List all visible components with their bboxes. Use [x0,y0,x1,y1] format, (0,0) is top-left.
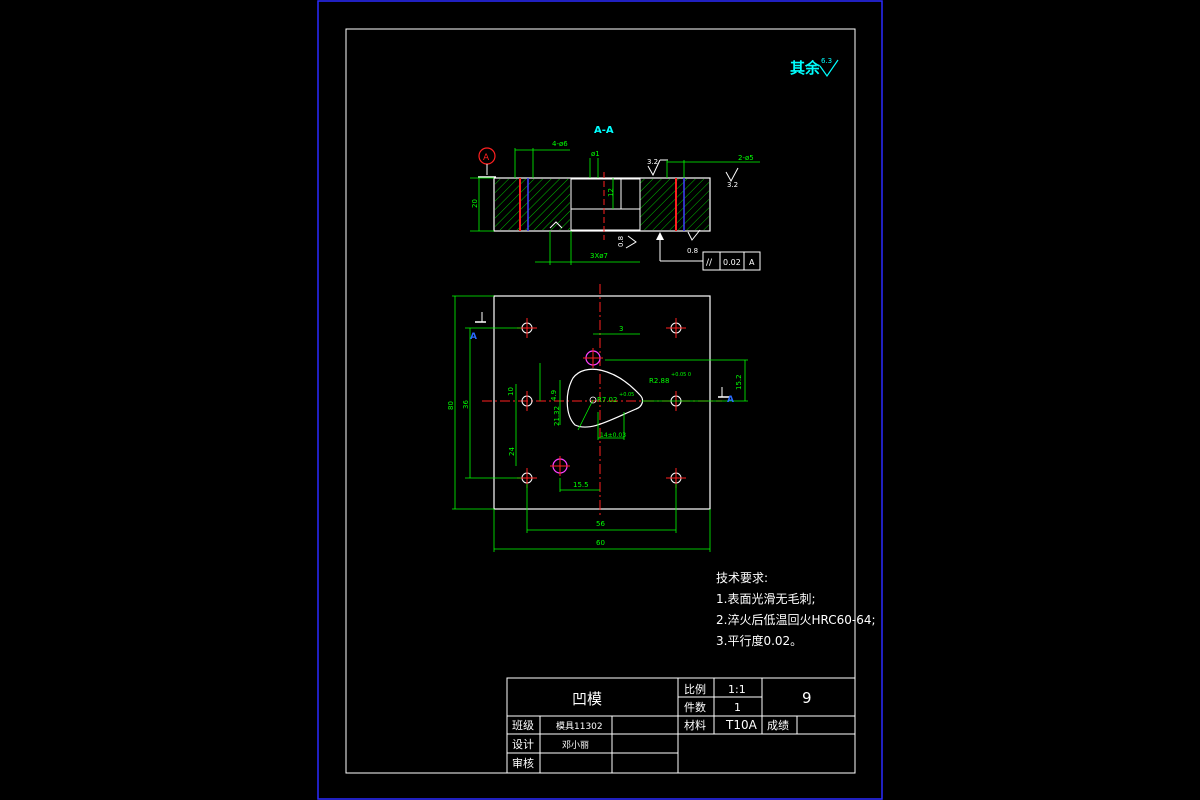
sheet-number: 9 [802,689,812,707]
dim-r7: R7.02 [597,396,617,404]
design-label: 设计 [512,738,534,751]
dim-inner: 14±0.03 [600,432,626,439]
tol-value: 0.02 [723,258,741,267]
dim-hole-c: 2-ø5 [738,154,754,162]
plate-outline [493,295,711,510]
tech-item-2: 2.淬火后低温回火HRC60-64; [716,612,876,627]
dim-21-32: 21.32 [553,406,561,426]
class-label: 班级 [512,719,534,732]
dim-r7-tol: +0.05 [619,392,634,398]
dim-20: 20 [471,199,479,208]
material-label: 材料 [684,718,706,732]
plan-dimensions: 3 15.2 R2.88 +0.05 0 R7.02 +0.05 14±0.03… [447,295,748,552]
rough-08b: 0.8 [687,247,698,255]
qty-label: 件数 [684,701,706,714]
roughness-value: 6.3 [821,57,832,65]
dim-24: 24 [508,447,516,456]
dim-thread: 3Xø7 [590,252,608,260]
title-block [506,677,856,774]
dim-r2: R2.88 [649,377,669,385]
grade-label: 成绩 [767,719,789,732]
scale-value: 1:1 [728,683,746,696]
section-marker-right: A [727,395,734,405]
roughness-note: 其余 6.3 [790,57,839,78]
material-value: T10A [725,718,758,732]
dim-36: 36 [462,400,470,409]
roughness-symbol-icon [819,59,839,78]
dim-80: 80 [447,401,455,410]
rough-08a: 0.8 [617,236,625,247]
plan-view: 3 15.2 R2.88 +0.05 0 R7.02 +0.05 14±0.03… [447,284,748,552]
part-name: 凹模 [572,690,602,708]
review-label: 审核 [512,756,534,770]
dim-hole-a: 4-ø6 [552,140,568,148]
tolerance-frame: // 0.02 A [702,251,761,271]
tech-item-1: 1.表面光滑无毛刺; [716,592,816,606]
dim-15-2: 15.2 [735,374,743,390]
dim-60: 60 [596,539,605,547]
section-body [493,177,711,232]
roughness-prefix: 其余 [790,59,821,77]
dim-3: 3 [619,325,623,333]
dim-r2-tol: +0.05 0 [671,372,691,378]
title-block-text: 凹模 比例 1:1 件数 1 9 材料 T10A 成绩 班级 模具11302 设… [512,682,812,770]
view-label: A-A [594,125,614,136]
section-marker-left: A [470,332,477,342]
dowel-holes [550,348,603,476]
design-value: 邓小丽 [562,740,589,751]
tech-title: 技术要求: [716,571,768,585]
rough-32a: 3.2 [647,158,658,166]
rough-32b: 3.2 [727,181,738,189]
dim-56: 56 [596,520,605,528]
tech-item-3: 3.平行度0.02。 [716,633,802,648]
dim-12: 12 [607,188,615,197]
section-view: A-A A 20 4-ø6 ø1 12 [470,125,761,271]
dim-4-8: 4.9 [550,390,558,401]
outer-border [317,0,883,800]
tech-requirements: 技术要求: 1.表面光滑无毛刺; 2.淬火后低温回火HRC60-64; 3.平行… [716,571,876,648]
die-cavity [566,368,644,428]
scale-label: 比例 [684,682,706,696]
tol-datum: A [749,258,755,267]
dim-15-5: 15.5 [573,481,589,489]
qty-value: 1 [734,701,741,714]
datum-label: A [483,153,490,163]
class-value: 模具11302 [556,721,603,732]
dim-hole-b: ø1 [591,150,600,158]
dim-10: 10 [507,387,515,396]
tol-symbol: // [706,258,713,268]
